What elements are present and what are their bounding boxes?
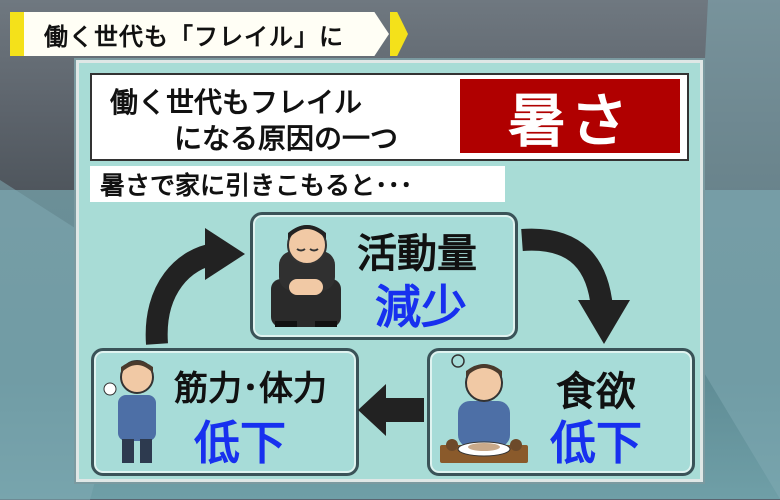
heat-highlight-text: 暑さ [507,87,632,155]
header-line-2: になる原因の一つ [174,122,399,155]
arrow-curved-up-icon [145,228,245,345]
header-line-1: 働く世代もフレイル [110,86,363,119]
activity-label: 活動量 [357,231,477,277]
title-tag-text: 働く世代も「フレイル」に [44,22,344,51]
header-lines: 働く世代もフレイル になる原因の一つ [92,75,457,159]
person-tired-icon [103,360,156,463]
activity-value: 減少 [375,280,467,334]
person-eating-icon [440,354,528,463]
cycle-box-activity: 活動量 減少 [250,212,518,340]
header-box: 働く世代もフレイル になる原因の一つ 暑さ [90,73,689,161]
title-tag: 働く世代も「フレイル」に [10,12,408,56]
strength-label: 筋力･体力 [174,369,327,409]
subheading-text: 暑さで家に引きこもると･･･ [100,171,413,200]
appetite-value: 低下 [550,416,642,470]
cycle-box-strength: 筋力･体力 低下 [91,348,359,476]
appetite-label: 食欲 [556,369,636,415]
subheading: 暑さで家に引きこもると･･･ [90,166,505,202]
cycle-box-appetite: 食欲 低下 [427,348,695,476]
title-tag-body [24,12,389,56]
person-sitting-icon [271,225,341,327]
title-tag-bar [10,12,24,56]
strength-value: 低下 [194,416,286,470]
arrow-left-icon [358,384,424,436]
heat-highlight: 暑さ [460,79,680,155]
arrow-curved-right-icon [521,228,630,344]
